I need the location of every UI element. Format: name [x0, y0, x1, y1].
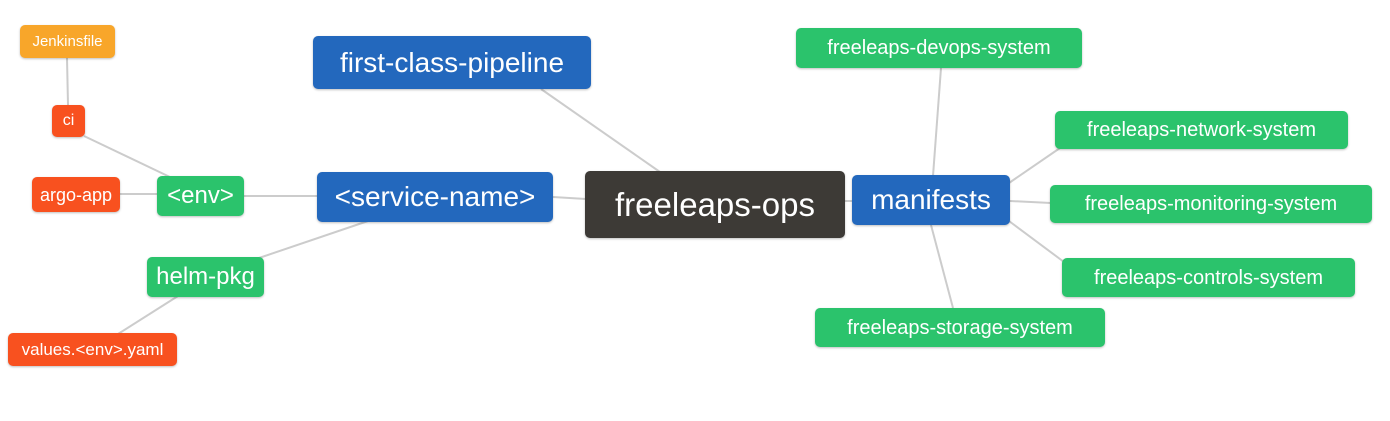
node-jenkinsfile[interactable]: Jenkinsfile: [20, 25, 115, 58]
edge-service-name-ops: [552, 196, 587, 200]
edge-jenkinsfile-ci: [66, 57, 69, 106]
node-service-name[interactable]: <service-name>: [317, 172, 553, 222]
node-network-system[interactable]: freeleaps-network-system: [1055, 111, 1348, 149]
node-ci[interactable]: ci: [52, 105, 85, 137]
node-first-class-pipeline[interactable]: first-class-pipeline: [313, 36, 591, 89]
node-env[interactable]: <env>: [157, 176, 244, 216]
edge-manifests-controls: [1008, 220, 1065, 263]
node-manifests[interactable]: manifests: [852, 175, 1010, 225]
edge-helm-pkg-service-name: [255, 220, 369, 260]
node-values-env-yaml[interactable]: values.<env>.yaml: [8, 333, 177, 366]
edge-manifests-network: [1008, 147, 1061, 184]
edge-manifests-monitoring: [1009, 200, 1052, 204]
node-controls-system[interactable]: freeleaps-controls-system: [1062, 258, 1355, 297]
node-devops-system[interactable]: freeleaps-devops-system: [796, 28, 1082, 68]
node-helm-pkg[interactable]: helm-pkg: [147, 257, 264, 297]
edge-ci-env: [83, 135, 173, 179]
node-monitoring-system[interactable]: freeleaps-monitoring-system: [1050, 185, 1372, 223]
edge-manifests-storage: [930, 224, 954, 309]
node-freeleaps-ops[interactable]: freeleaps-ops: [585, 171, 845, 238]
edge-manifests-devops: [932, 67, 942, 177]
node-storage-system[interactable]: freeleaps-storage-system: [815, 308, 1105, 347]
node-argo-app[interactable]: argo-app: [32, 177, 120, 212]
edge-fcp-freeleaps-ops: [540, 88, 661, 173]
edge-values-helm-pkg: [117, 295, 179, 335]
